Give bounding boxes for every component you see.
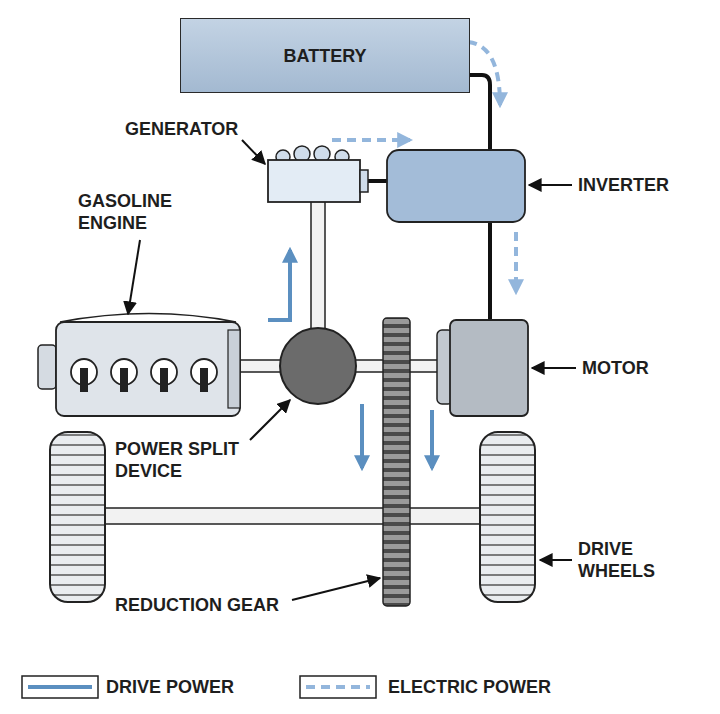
engine-label: GASOLINE ENGINE (78, 190, 188, 234)
electric-flow-arrow (514, 232, 518, 292)
leader-arrow (540, 559, 572, 561)
electric-flow-arrow (332, 138, 410, 142)
leader-arrow (532, 367, 576, 369)
right-wheel (480, 432, 535, 602)
battery-cable (470, 75, 490, 150)
generator-shaft (311, 200, 325, 335)
leader-arrow (128, 240, 140, 314)
leader-arrow (242, 140, 265, 164)
leader-arrow (292, 578, 380, 600)
reduction-gear-label: REDUCTION GEAR (115, 594, 365, 616)
power-split-device (280, 328, 356, 404)
legend-sample (300, 676, 376, 698)
motor-cable (488, 222, 492, 322)
power-split-label: POWER SPLIT DEVICE (115, 438, 255, 482)
axle (105, 508, 480, 524)
leader-arrow (529, 184, 572, 186)
generator-label: GENERATOR (125, 118, 265, 140)
leader-arrow (250, 400, 290, 440)
motor (437, 320, 528, 416)
electric-flow-arrow (468, 42, 500, 105)
gasoline-engine (38, 314, 240, 417)
drive-flow-arrow (430, 410, 434, 468)
motor-label: MOTOR (582, 357, 702, 379)
reduction-gear (383, 318, 410, 606)
battery-box: BATTERY (180, 18, 470, 93)
drive-flow-arrow (268, 250, 290, 320)
legend-text: ELECTRIC POWER (388, 676, 551, 698)
inverter-label: INVERTER (578, 174, 708, 196)
generator (268, 146, 368, 202)
box-title: BATTERY (284, 45, 367, 67)
inverter (387, 150, 525, 222)
drive-flow-arrow (360, 404, 364, 468)
legend-sample (22, 676, 98, 698)
legend-text: DRIVE POWER (106, 676, 234, 698)
wheels-label: DRIVE WHEELS (578, 538, 670, 582)
left-wheel (50, 432, 105, 602)
